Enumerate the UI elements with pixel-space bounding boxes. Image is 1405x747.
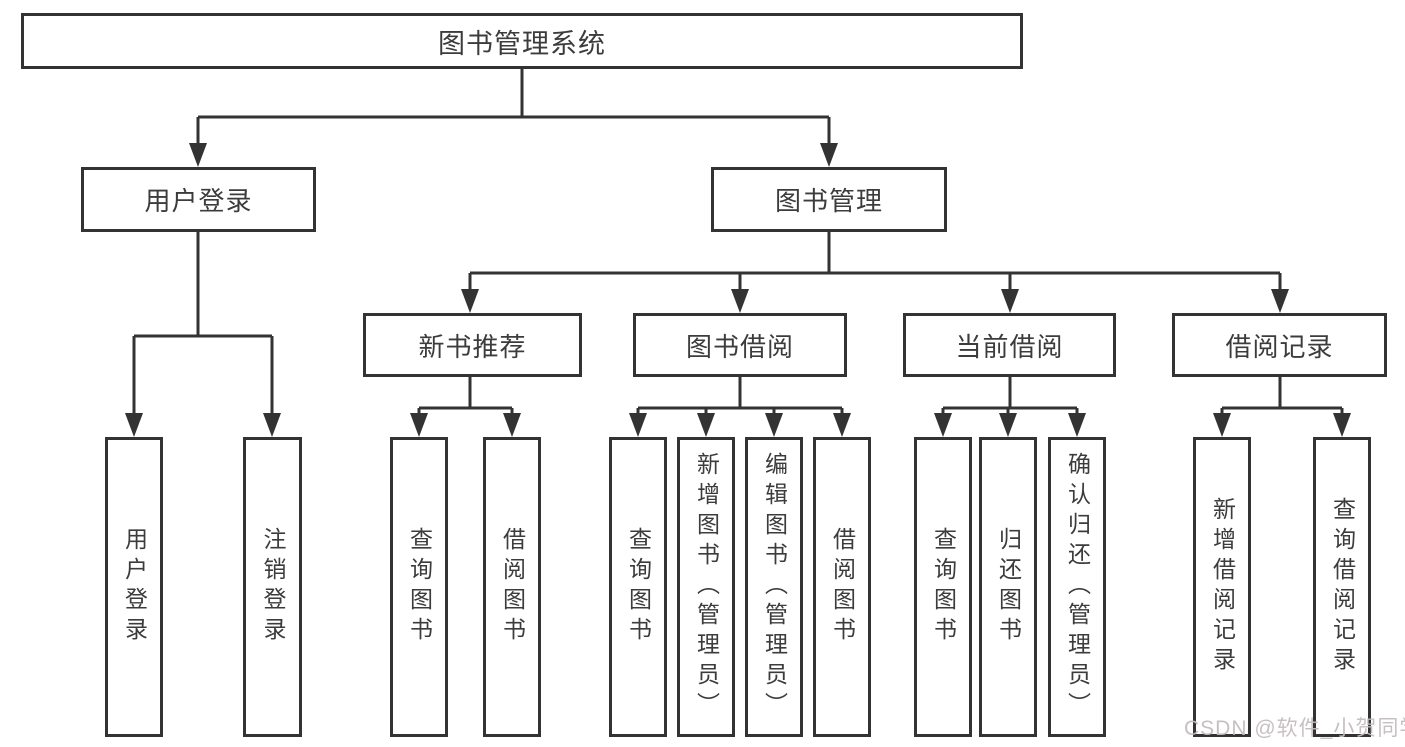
leaf-query-books-current: 查询图书 [914, 437, 972, 737]
leaf-logout-login: 注销登录 [243, 437, 302, 737]
leaf-confirm-return-admin: 确认归还（管理员） [1048, 437, 1106, 737]
node-book-management-label: 图书管理 [774, 186, 883, 216]
leaf-add-borrow-record-label: 新增借阅记录 [1209, 497, 1236, 677]
leaf-query-borrow-record: 查询借阅记录 [1313, 437, 1371, 737]
leaf-edit-book-admin: 编辑图书（管理员） [745, 437, 803, 737]
leaf-query-books-current-label: 查询图书 [930, 527, 957, 647]
leaf-logout-login-label: 注销登录 [260, 527, 286, 647]
leaf-query-books-recommend: 查询图书 [390, 437, 448, 737]
node-user-login: 用户登录 [81, 167, 316, 232]
node-borrowing-records-label: 借阅记录 [1225, 331, 1334, 362]
leaf-query-books-borrowing: 查询图书 [609, 437, 667, 737]
node-new-book-recommend-label: 新书推荐 [418, 331, 527, 362]
leaf-add-book-admin-label: 新增图书（管理员） [693, 452, 720, 722]
node-root-label: 图书管理系统 [438, 28, 606, 59]
leaf-confirm-return-admin-label: 确认归还（管理员） [1064, 452, 1091, 722]
leaf-query-books-recommend-label: 查询图书 [406, 527, 433, 647]
leaf-return-books-label: 归还图书 [995, 527, 1022, 647]
leaf-borrow-books-recommend-label: 借阅图书 [499, 527, 526, 647]
leaf-user-login: 用户登录 [105, 437, 163, 737]
node-borrowing-records: 借阅记录 [1172, 313, 1387, 377]
leaf-add-borrow-record: 新增借阅记录 [1193, 437, 1251, 737]
csdn-watermark: CSDN @软件_小贺同学 [1184, 717, 1405, 740]
leaf-borrow-books-borrowing: 借阅图书 [813, 437, 871, 737]
node-new-book-recommend: 新书推荐 [363, 313, 582, 377]
leaf-borrow-books-borrowing-label: 借阅图书 [829, 527, 856, 647]
leaf-add-book-admin: 新增图书（管理员） [677, 437, 735, 737]
leaf-return-books: 归还图书 [979, 437, 1037, 737]
leaf-query-books-borrowing-label: 查询图书 [625, 527, 652, 647]
node-current-borrowing-label: 当前借阅 [955, 331, 1064, 362]
node-root: 图书管理系统 [21, 13, 1023, 69]
node-book-borrowing: 图书借阅 [633, 313, 847, 377]
leaf-borrow-books-recommend: 借阅图书 [483, 437, 541, 737]
node-current-borrowing: 当前借阅 [903, 313, 1116, 377]
leaf-user-login-label: 用户登录 [121, 527, 148, 647]
node-book-management: 图书管理 [711, 167, 947, 232]
arrowheads [125, 143, 1351, 437]
node-user-login-label: 用户登录 [144, 186, 253, 216]
leaf-query-borrow-record-label: 查询借阅记录 [1329, 497, 1356, 677]
node-book-borrowing-label: 图书借阅 [685, 331, 794, 362]
leaf-edit-book-admin-label: 编辑图书（管理员） [761, 452, 788, 722]
